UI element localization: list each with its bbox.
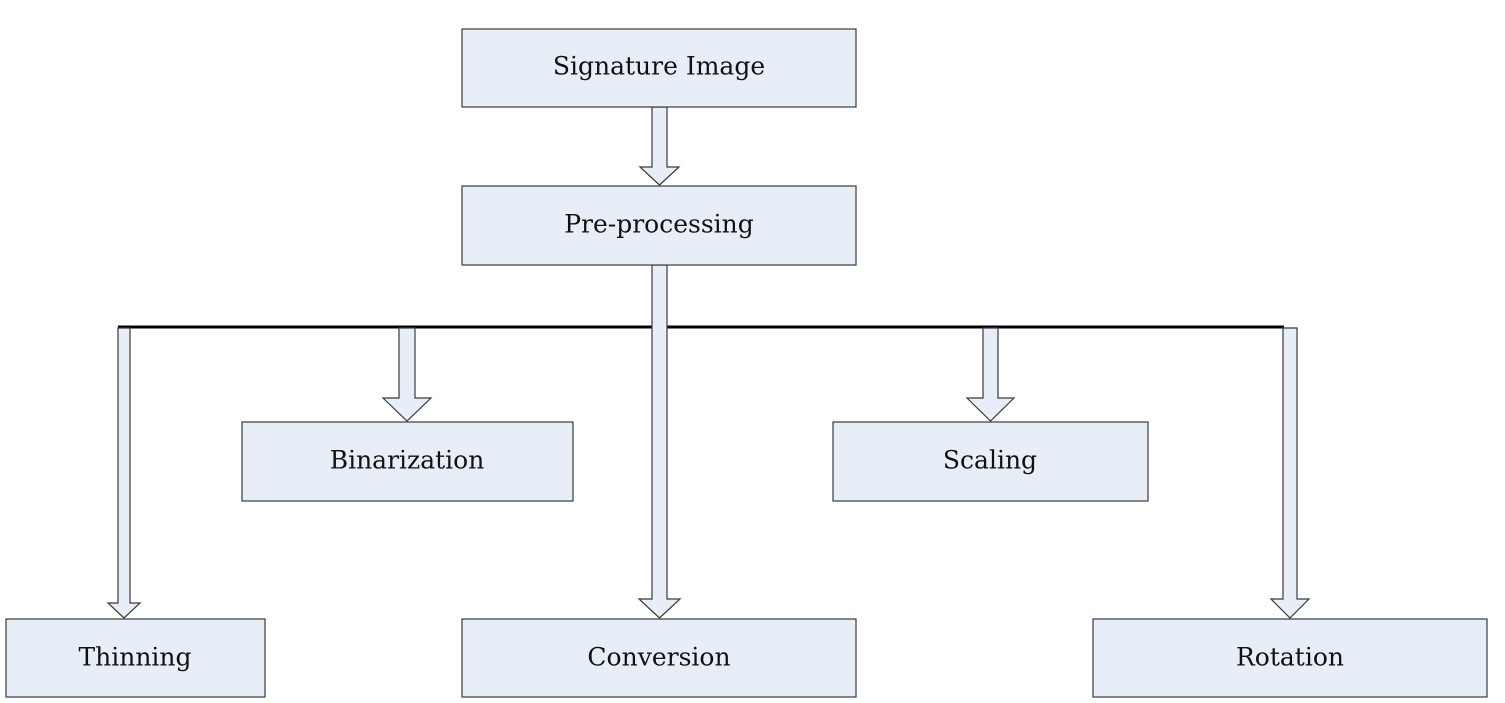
node-thinning: Thinning xyxy=(5,618,266,698)
node-binarization: Binarization xyxy=(241,421,574,502)
arrow-to-conversion xyxy=(637,264,682,619)
node-scaling: Scaling xyxy=(832,421,1149,502)
node-conversion-label: Conversion xyxy=(587,643,730,672)
arrow-to-scaling xyxy=(965,327,1016,422)
arrow-to-rotation xyxy=(1269,327,1311,619)
arrow-root-to-stage xyxy=(638,106,681,186)
node-pre-processing: Pre-processing xyxy=(461,185,857,266)
arrow-to-thinning xyxy=(106,327,142,619)
node-rotation-label: Rotation xyxy=(1236,643,1344,672)
node-thinning-label: Thinning xyxy=(78,643,191,672)
node-rotation: Rotation xyxy=(1092,618,1488,698)
node-conversion: Conversion xyxy=(461,618,857,698)
node-scaling-label: Scaling xyxy=(943,446,1037,475)
node-binarization-label: Binarization xyxy=(330,446,485,475)
node-signature-image-label: Signature Image xyxy=(553,52,765,81)
arrow-to-binarization xyxy=(381,327,433,422)
node-pre-processing-label: Pre-processing xyxy=(564,210,754,239)
node-signature-image: Signature Image xyxy=(461,28,857,108)
